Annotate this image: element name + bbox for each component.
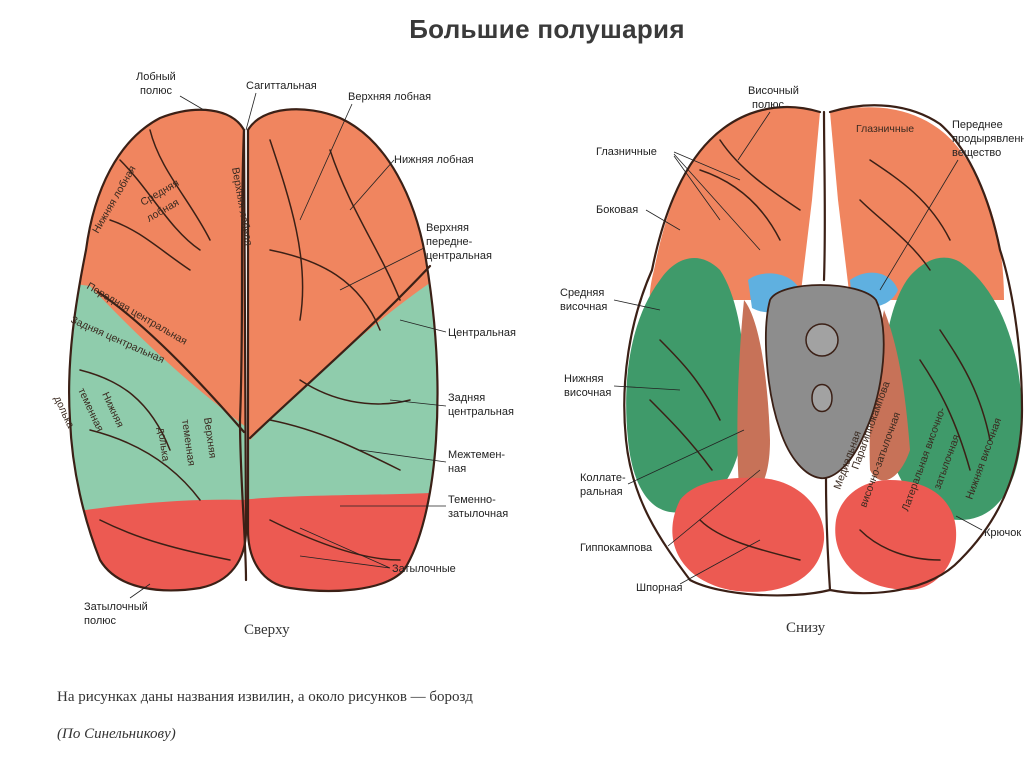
occipital-lobe [69, 499, 246, 591]
temporal-pole-label: полюс [752, 99, 785, 111]
leader-line [613, 299, 661, 311]
top-view: Нижняя лобная Средняя лобная Верхняя лоб… [51, 71, 516, 638]
leader-line [299, 527, 391, 569]
leader-line [955, 515, 983, 531]
left-hemisphere-outline [68, 108, 248, 592]
leader-line [679, 539, 761, 585]
leader-line [179, 95, 205, 111]
leader-line [399, 319, 447, 333]
uncus-label: Крючок [984, 527, 1021, 539]
collateral-label: ральная [580, 486, 623, 498]
sagittal-label: Сагиттальная [246, 80, 317, 92]
source-credit: (По Синельникову) [57, 726, 176, 742]
parahippocampal-left [737, 300, 770, 500]
leader-line [667, 469, 761, 547]
leader-line [359, 449, 447, 463]
intraparietal-label: ная [448, 463, 466, 475]
medulla-detail [811, 383, 833, 413]
top-sulci [79, 128, 432, 582]
bottom-brain-outline [623, 104, 1024, 597]
intraparietal-label: Межтемен- [448, 449, 505, 461]
inferior-temporal-label: височная [564, 387, 611, 399]
superior-precentral-label: Верхняя [426, 222, 469, 234]
superior-parietal-label: долька [155, 427, 172, 462]
frontal-lobe [248, 109, 438, 440]
top-view-caption: Сверху [244, 622, 290, 638]
bottom-view-caption: Снизу [786, 620, 826, 636]
occipital-lobe-left [672, 477, 825, 592]
orbital-surface-left [649, 107, 820, 309]
leader-line [389, 399, 447, 407]
middle-temporal-label: височная [560, 301, 607, 313]
longitudinal-fissure [822, 110, 826, 282]
anterior-perforated-label: вещество [952, 147, 1001, 159]
lateral-sulcus-label: Боковая [596, 204, 638, 216]
occipital-pole-label: полюс [84, 615, 117, 627]
leader-line [129, 583, 151, 599]
orbital-gyri-label: Глазничные [856, 123, 914, 135]
postcentral-label: Задняя [448, 392, 485, 404]
leader-line [245, 92, 257, 131]
orbital-sulci-label: Глазничные [596, 146, 657, 158]
central-label: Центральная [448, 327, 516, 339]
page-title: Большие полушария [409, 14, 685, 44]
hippocampal-label: Гиппокампова [580, 542, 653, 554]
leader-line [299, 103, 353, 221]
bottom-view: Глазничные Парагиппокампова Медиальная в… [560, 85, 1024, 636]
brainstem [765, 284, 885, 480]
frontal-pole-label: Лобный [136, 71, 176, 83]
superior-precentral-label: передне- [426, 236, 473, 248]
inferior-frontal-label: Нижняя лобная [394, 154, 474, 166]
right-hemisphere-outline [246, 108, 439, 592]
collateral-label: Коллате- [580, 472, 626, 484]
temporal-pole-label: Височный [748, 85, 799, 97]
superior-parietal-label: Верхняя [201, 417, 219, 459]
leader-line [879, 159, 959, 291]
occipital-sulci-label: Затылочные [392, 563, 456, 575]
temporal-lobe-left [626, 257, 745, 513]
footnote: На рисунках даны названия извилин, а око… [57, 689, 473, 705]
anterior-perforated-label: Переднее [952, 119, 1003, 131]
occipital-lobe-right [835, 480, 957, 590]
parietooccipital-label: Теменно- [448, 494, 496, 506]
leader-line [737, 111, 771, 161]
longitudinal-fissure [824, 476, 832, 592]
superior-precentral-label: центральная [426, 250, 492, 262]
pons-detail [805, 323, 839, 357]
parietooccipital-label: затылочная [448, 508, 508, 520]
leader-line [645, 209, 681, 231]
postcentral-label: центральная [448, 406, 514, 418]
leader-line [339, 247, 425, 291]
leader-line [627, 429, 745, 485]
frontal-lobe [69, 109, 246, 430]
frontal-pole-label: полюс [140, 85, 173, 97]
middle-temporal-label: Средняя [560, 287, 604, 299]
superior-frontal-label: Верхняя лобная [348, 91, 431, 103]
bottom-sulci [649, 139, 991, 561]
orbital-surface-right [830, 107, 1004, 301]
anterior-perforated-label: продырявленное [952, 133, 1024, 145]
calcarine-label: Шпорная [636, 582, 682, 594]
temporal-lobe-right [882, 257, 1022, 520]
leader-line [349, 159, 395, 211]
occipital-pole-label: Затылочный [84, 601, 148, 613]
occipital-lobe [248, 492, 438, 591]
leader-line [613, 385, 681, 391]
inferior-temporal-label: Нижняя [564, 373, 603, 385]
leader-line [673, 151, 761, 251]
